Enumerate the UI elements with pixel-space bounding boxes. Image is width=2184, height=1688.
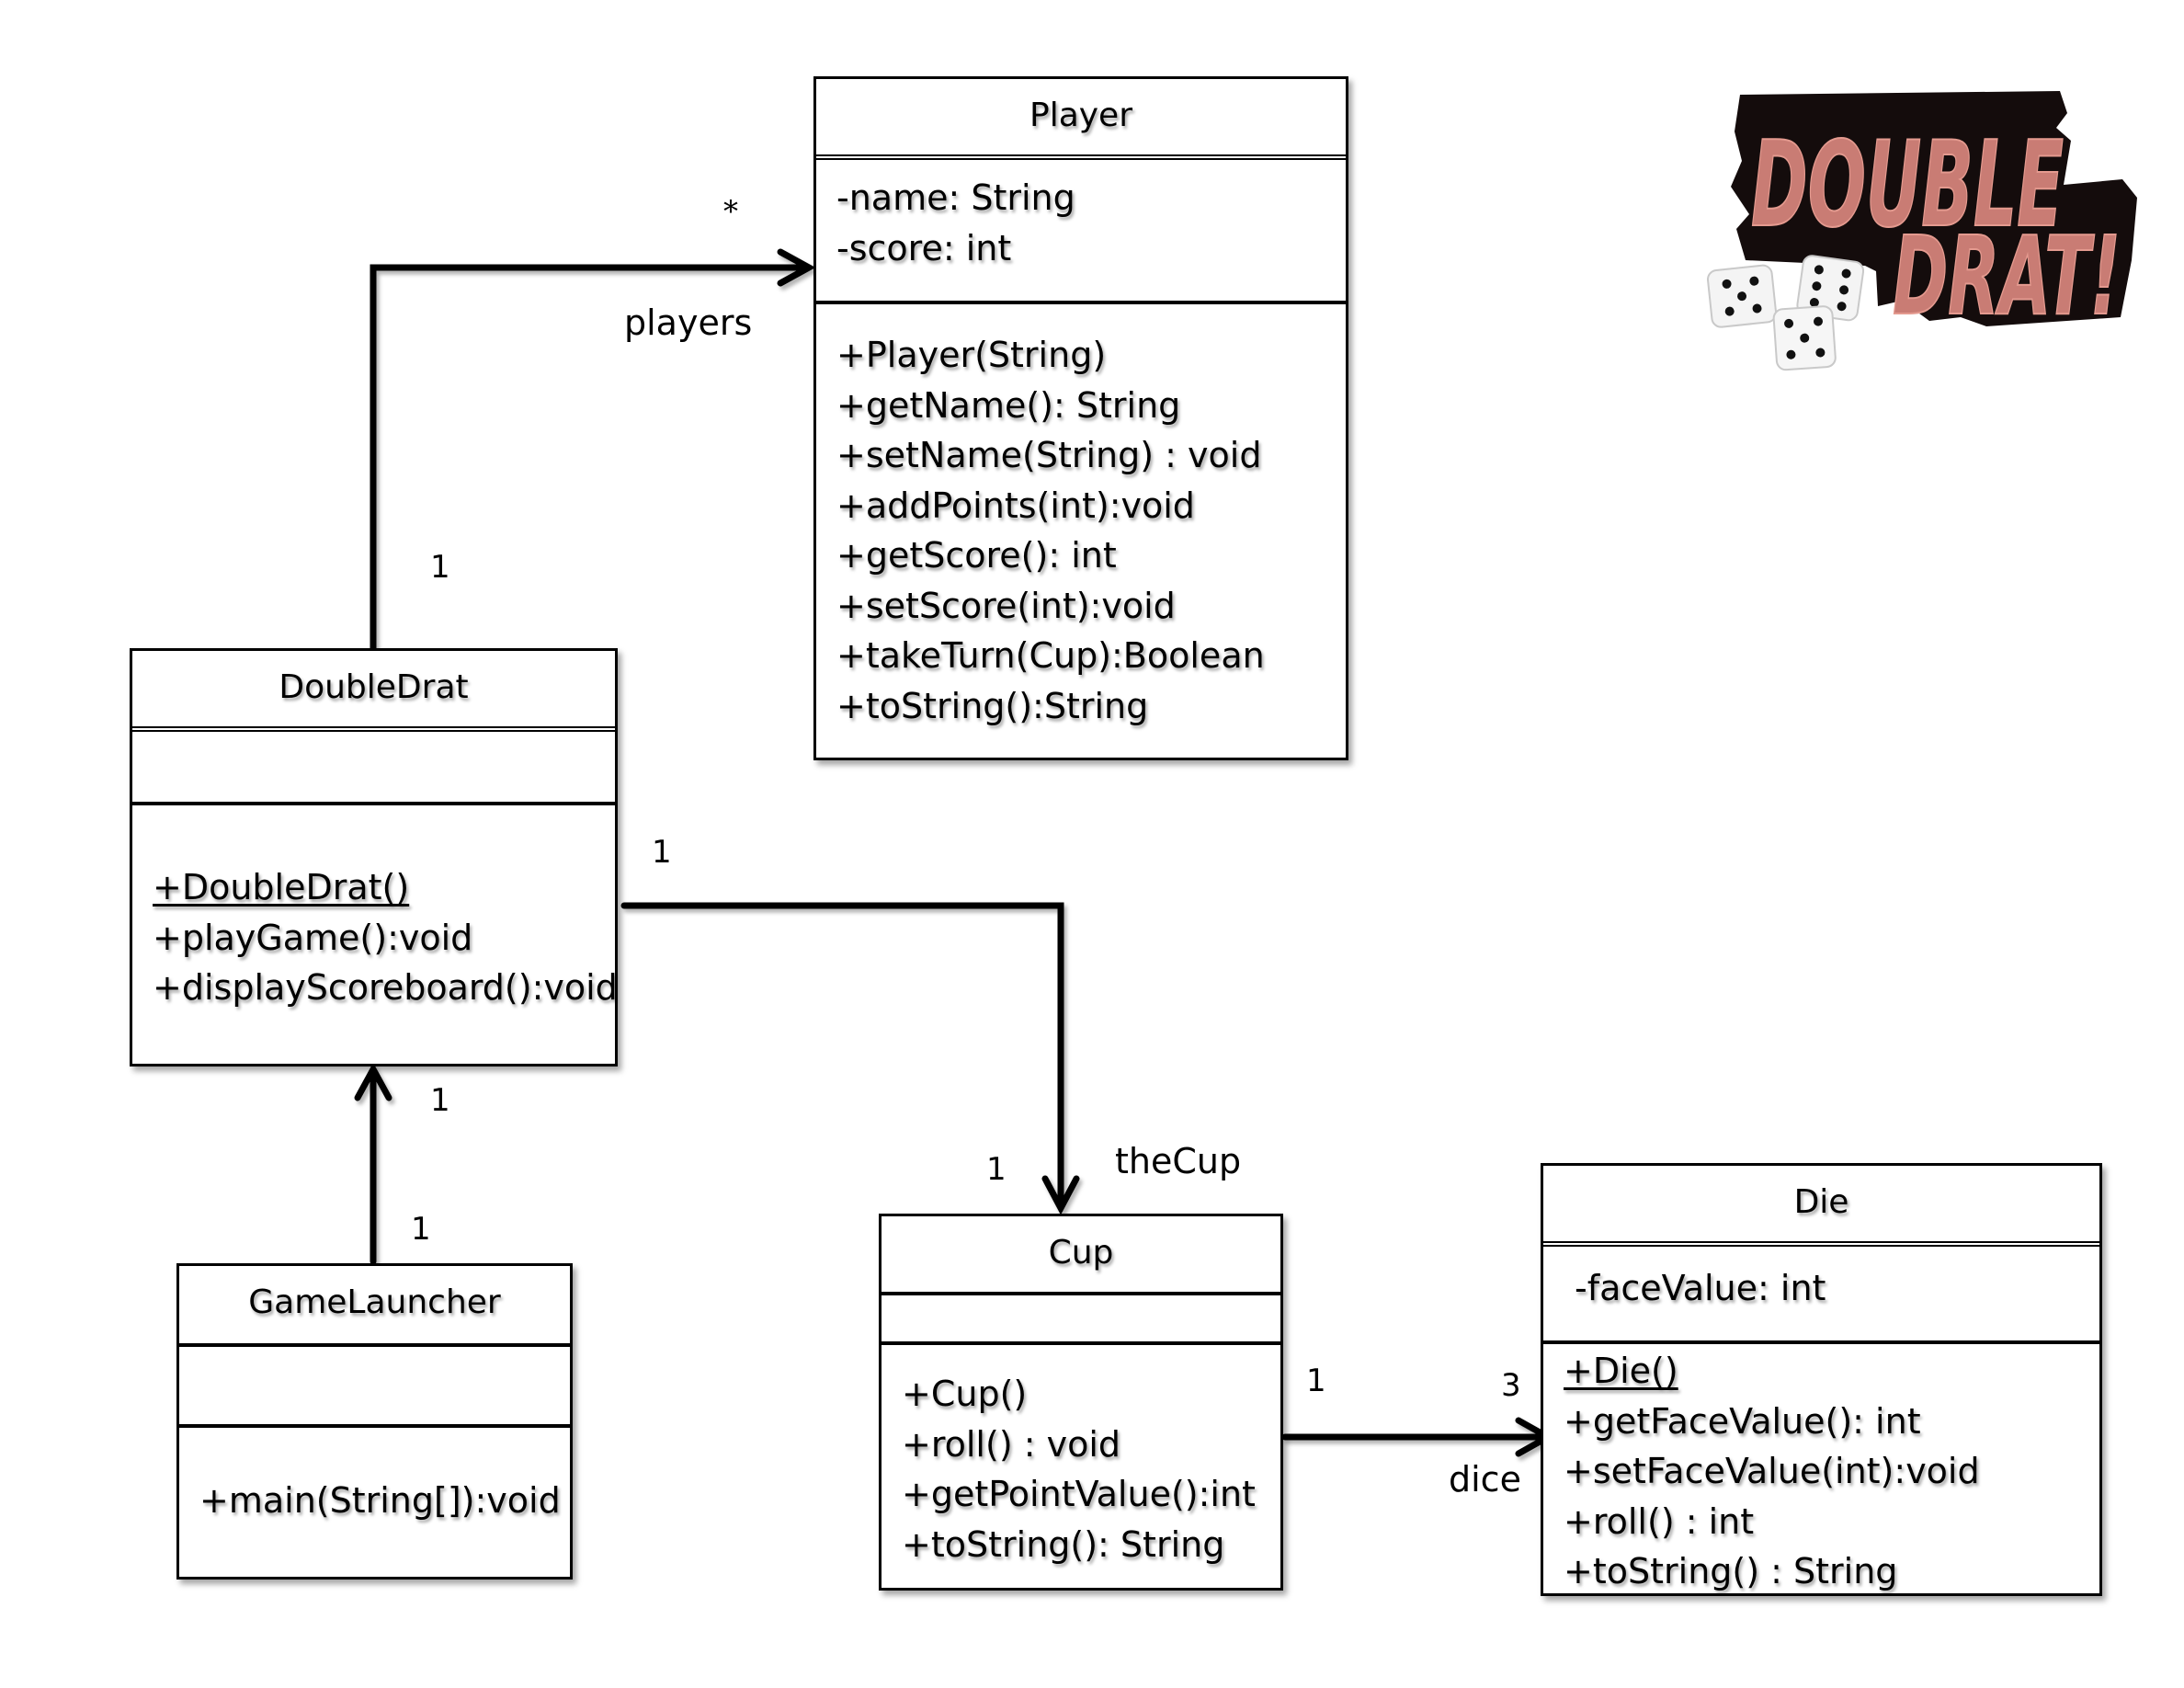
die-name-compartment: Die: [1543, 1166, 2099, 1247]
doubledrat-methods-compartment: +DoubleDrat() +playGame():void +displayS…: [132, 805, 618, 1013]
class-name: Die: [1793, 1183, 1849, 1221]
dice-source-multiplicity: 1: [1306, 1363, 1326, 1399]
gamelauncher-class[interactable]: GameLauncher +main(String[]):void: [176, 1263, 573, 1580]
attribute: -faceValue: int: [1575, 1268, 1826, 1308]
method-constructor: +DoubleDrat(): [153, 867, 410, 907]
method: +roll() : void: [902, 1423, 1121, 1465]
method: +roll() : int: [1564, 1500, 1755, 1542]
die-class[interactable]: Die -faceValue: int +Die() +getFaceValue…: [1541, 1163, 2102, 1596]
doubledrat-class[interactable]: DoubleDrat +DoubleDrat() +playGame():voi…: [130, 648, 618, 1066]
double-drat-logo: DOUBLE DRAT!: [1685, 76, 2152, 376]
method: +getName(): String: [836, 384, 1181, 426]
cup-class[interactable]: Cup +Cup() +roll() : void +getPointValue…: [879, 1214, 1283, 1591]
class-name: DoubleDrat: [279, 668, 469, 706]
method: +setFaceValue(int):void: [1564, 1451, 1980, 1491]
cup-name-compartment: Cup: [882, 1216, 1280, 1295]
logo-graphic: DOUBLE DRAT!: [1706, 91, 2137, 371]
class-name: Cup: [1048, 1234, 1114, 1272]
players-association-line: [370, 264, 811, 652]
logo-line1: DOUBLE: [1751, 117, 2064, 254]
method: +getFaceValue(): int: [1564, 1400, 1921, 1442]
doubledrat-attributes-compartment: [132, 732, 615, 805]
method-constructor: +Die(): [1564, 1351, 1678, 1391]
die-attributes-compartment: -faceValue: int: [1543, 1247, 2099, 1344]
thecup-role-label: theCup: [1115, 1141, 1242, 1181]
method: +getScore(): int: [836, 535, 1117, 576]
players-role-label: players: [624, 302, 753, 343]
method: +getPointValue():int: [902, 1474, 1256, 1514]
logo-line2: DRAT!: [1893, 212, 2121, 339]
attribute: -name: String: [836, 177, 1075, 218]
players-target-multiplicity: *: [723, 194, 738, 229]
player-attributes-compartment: -name: String -score: int: [816, 160, 1346, 304]
method: +takeTurn(Cup):Boolean: [836, 635, 1265, 676]
cup-attributes-compartment: [882, 1295, 1280, 1345]
player-class[interactable]: Player -name: String -score: int +Player…: [813, 76, 1348, 760]
doubledrat-name-compartment: DoubleDrat: [132, 651, 615, 732]
players-source-multiplicity: 1: [430, 549, 450, 586]
player-methods-compartment: +Player(String) +getName(): String +setN…: [816, 304, 1346, 731]
players-arrowhead: [777, 248, 816, 287]
method: +Cup(): [902, 1374, 1028, 1414]
method: +toString(): String: [902, 1523, 1225, 1565]
launcher-target-multiplicity: 1: [430, 1082, 450, 1119]
dice-icon: [1706, 255, 1865, 371]
dice-target-multiplicity: 3: [1501, 1367, 1521, 1404]
logo-backdrop: [1731, 91, 2137, 326]
method: +toString():String: [836, 685, 1149, 726]
method: +displayScoreboard():void: [153, 967, 618, 1008]
method: +playGame():void: [153, 917, 473, 958]
thecup-association-line: [620, 902, 1064, 1210]
launcher-arrowhead: [354, 1062, 392, 1101]
die-methods-compartment: +Die() +getFaceValue(): int +setFaceValu…: [1543, 1344, 2099, 1597]
class-name: Player: [1029, 97, 1133, 134]
thecup-source-multiplicity: 1: [652, 834, 672, 871]
method: +toString() : String: [1564, 1551, 1898, 1591]
method: +setName(String) : void: [836, 435, 1262, 475]
method: +addPoints(int):void: [836, 485, 1195, 526]
cup-methods-compartment: +Cup() +roll() : void +getPointValue():i…: [882, 1345, 1280, 1569]
dice-role-label: dice: [1449, 1459, 1521, 1500]
gamelauncher-name-compartment: GameLauncher: [179, 1266, 570, 1347]
player-name-compartment: Player: [816, 79, 1346, 160]
thecup-arrowhead: [1041, 1175, 1080, 1215]
method: +setScore(int):void: [836, 585, 1176, 626]
method: +Player(String): [836, 335, 1107, 375]
gamelauncher-attributes-compartment: [179, 1347, 570, 1428]
gamelauncher-methods-compartment: +main(String[]):void: [179, 1428, 570, 1526]
method: +main(String[]):void: [199, 1480, 561, 1521]
class-name: GameLauncher: [248, 1283, 501, 1321]
attribute: -score: int: [836, 227, 1012, 268]
launcher-source-multiplicity: 1: [411, 1211, 431, 1248]
thecup-target-multiplicity: 1: [986, 1151, 1007, 1188]
